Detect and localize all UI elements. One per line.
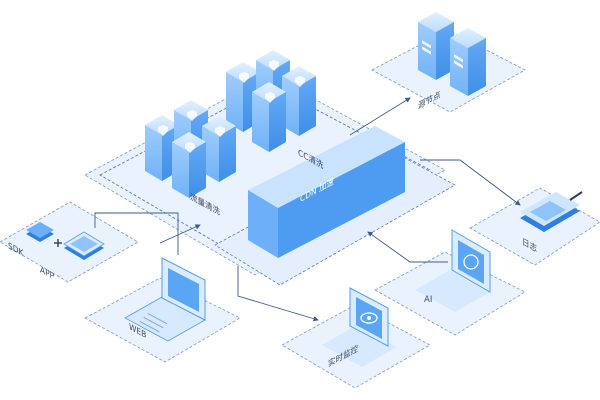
arrow-to-monitor [237,266,319,322]
arrow-to-log [420,159,521,206]
app-phone-icon [63,231,105,260]
shield-icon [158,110,225,153]
web-laptop-icon [124,257,206,342]
traffic-clean-servers [145,100,236,198]
source-servers [418,12,486,96]
arrow-from-ai [367,231,448,263]
core-platform [84,74,446,276]
plus-icon [54,239,62,247]
ai-laptop-icon [415,229,491,312]
label-ai: AI [424,295,433,305]
arrow-from-web [159,224,201,244]
sdk-device-icon [26,222,54,242]
cdn-bar [248,126,405,258]
log-book-icon [520,191,583,232]
monitor-laptop-icon [322,287,397,367]
cc-clean-servers [226,50,316,152]
arrow-from-sdk [94,212,179,255]
shield-icon [239,60,305,103]
core-platform-inner [99,84,431,266]
arrow-to-source [349,97,411,136]
connections [94,97,521,322]
